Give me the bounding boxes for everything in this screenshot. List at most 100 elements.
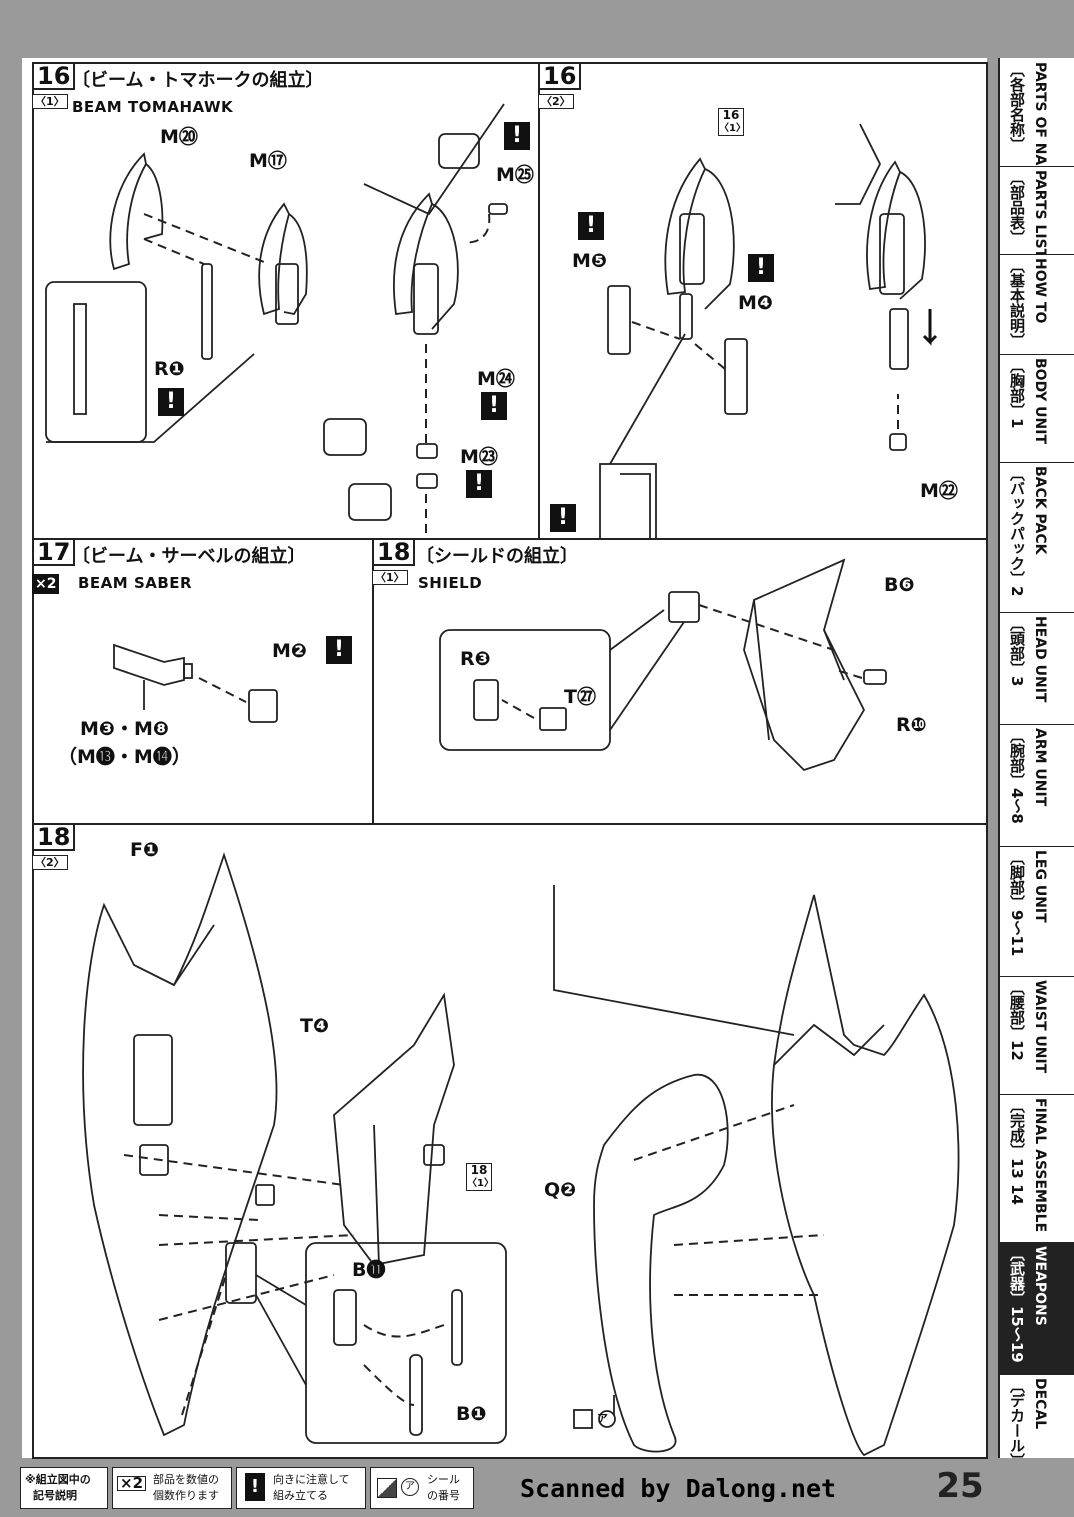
page-number: 25	[936, 1466, 984, 1506]
reference-step-number: 18	[470, 1163, 488, 1177]
step-16-1-panel: 16 〈1〉 〔ビーム・トマホークの組立〕 BEAM TOMAHAWK	[32, 62, 542, 542]
part-label-m3-m8: M❸・M❽	[80, 718, 169, 740]
sidebar-tab-arm-unit[interactable]: 〔腕部〕4～8 ARM UNIT	[1000, 724, 1074, 847]
sidebar-tab-jp: 〔バックパック〕2	[1008, 466, 1026, 597]
sidebar-tab-en: LEG UNIT	[1032, 850, 1048, 923]
tomahawk-handle-diagram	[599, 123, 938, 541]
part-label-m2: M❷	[272, 640, 307, 662]
part-label-m24: M㉔	[477, 368, 515, 390]
legend-seal-item: ア シール の番号	[370, 1467, 474, 1509]
part-label-r1: R❶	[154, 358, 185, 380]
legend-quantity-item: ×2 部品を数値の 個数作ります	[112, 1467, 232, 1509]
step-title-jp: 〔ビーム・トマホークの組立〕	[72, 70, 324, 91]
part-label-m4: M❹	[738, 292, 773, 314]
part-label-m5: M❺	[572, 250, 607, 272]
step-number: 18	[372, 538, 416, 566]
sidebar-tab-jp: 〔腕部〕4～8	[1008, 728, 1026, 824]
warning-icon: !	[245, 1473, 265, 1501]
part-label-m25: M㉕	[496, 164, 534, 186]
sidebar-tab-jp: 〔完成〕13 14	[1008, 1098, 1026, 1205]
legend-text: 部品を数値の	[153, 1473, 219, 1486]
sidebar-tab-leg-unit[interactable]: 〔脚部〕9～11 LEG UNIT	[1000, 846, 1074, 977]
warning-icon: !	[326, 636, 352, 664]
sidebar-tab-how-to[interactable]: 〔基本説明〕 HOW TO	[1000, 254, 1074, 355]
sidebar-tab-weapons[interactable]: 〔武器〕15～19 WEAPONS	[1000, 1242, 1074, 1375]
legend-text: 組み立てる	[273, 1489, 328, 1502]
part-label-b11: B⓫	[352, 1259, 386, 1281]
step-number: 17	[32, 538, 76, 566]
quantity-symbol: ×2	[117, 1476, 147, 1491]
part-label-t4: T❹	[300, 1015, 330, 1037]
substep-number: 〈2〉	[32, 855, 68, 870]
sidebar-tab-en: ARM UNIT	[1032, 728, 1048, 807]
legend-text: の番号	[427, 1489, 460, 1502]
reference-step-number: 16	[722, 108, 740, 122]
legend-warning-item: ! 向きに注意して 組み立てる	[236, 1467, 366, 1509]
shield-front-diagram	[123, 885, 960, 1457]
step-title-jp: 〔ビーム・サーベルの組立〕	[72, 546, 306, 567]
sidebar-tab-waist-unit[interactable]: 〔腰部〕12 WAIST UNIT	[1000, 976, 1074, 1095]
sidebar-tab-en: BODY UNIT	[1032, 358, 1048, 445]
sidebar-tab-back-pack[interactable]: 〔バックパック〕2 BACK PACK	[1000, 462, 1074, 613]
part-label-q2: Q❷	[544, 1179, 577, 1201]
part-label-m13-m14: （M⓭・M⓮）	[58, 746, 191, 768]
sidebar-tab-en: HOW TO	[1032, 258, 1048, 324]
sidebar-tab-final-assemble[interactable]: 〔完成〕13 14 FINAL ASSEMBLE	[1000, 1094, 1074, 1243]
scanned-by-watermark: Scanned by Dalong.net	[520, 1474, 837, 1503]
step-number: 16	[538, 62, 582, 90]
quantity-badge: ×2	[32, 574, 60, 594]
warning-icon: !	[481, 392, 507, 420]
symbol-legend-title: ※組立図中の 記号説明	[20, 1467, 108, 1509]
shield-diagram	[439, 558, 887, 772]
step-title-en: BEAM TOMAHAWK	[72, 98, 234, 116]
step-18-1-panel: 18 〈1〉 〔シールドの組立〕 SHIELD B❻	[372, 538, 988, 827]
part-label-t27: T㉗	[564, 686, 596, 708]
step-number: 16	[32, 62, 76, 90]
beam-tomahawk-diagram	[45, 103, 508, 534]
substep-number: 〈2〉	[538, 94, 574, 109]
warning-icon: !	[466, 470, 492, 498]
legend-title-line: 記号説明	[33, 1489, 77, 1502]
sidebar-tab-en: WEAPONS	[1032, 1246, 1048, 1326]
reference-substep-number: 〈1〉	[467, 1178, 494, 1189]
substep-number: 〈1〉	[32, 94, 68, 109]
section-index-sidebar: 〔各部名称〕 PARTS OF NAME 〔部品表〕 PARTS LIST 〔基…	[998, 58, 1074, 1458]
step-title-jp: 〔シールドの組立〕	[416, 546, 578, 567]
step-reference-box: 16 〈1〉	[718, 108, 746, 136]
shield-assembly-diagram	[82, 852, 455, 1437]
sidebar-tab-en: PARTS LIST	[1032, 170, 1048, 255]
sidebar-tab-jp: 〔武器〕15～19	[1008, 1246, 1026, 1363]
sidebar-tab-jp: 〔各部名称〕	[1008, 62, 1026, 152]
step-title-en: SHIELD	[418, 574, 483, 592]
part-label-m22: M㉒	[920, 480, 958, 502]
warning-icon: !	[504, 122, 530, 150]
legend-text: 個数作ります	[153, 1489, 219, 1502]
sidebar-tab-en: BACK PACK	[1032, 466, 1048, 555]
sidebar-tab-parts-of-name[interactable]: 〔各部名称〕 PARTS OF NAME	[1000, 58, 1074, 167]
sidebar-tab-en: DECAL	[1032, 1378, 1048, 1430]
sidebar-tab-en: FINAL ASSEMBLE	[1032, 1098, 1048, 1233]
part-label-b1: B❶	[456, 1403, 487, 1425]
step-reference-box: 18 〈1〉	[466, 1163, 494, 1191]
part-label-m23: M㉓	[460, 446, 498, 468]
sidebar-tab-parts-list[interactable]: 〔部品表〕 PARTS LIST	[1000, 166, 1074, 255]
sidebar-tab-en: HEAD UNIT	[1032, 616, 1048, 703]
part-label-r10: R❿	[896, 714, 927, 736]
part-label-m20: M⑳	[160, 126, 198, 148]
legend-text: 向きに注意して	[273, 1473, 350, 1486]
sidebar-tab-jp: 〔部品表〕	[1008, 170, 1026, 245]
sidebar-tab-head-unit[interactable]: 〔頭部〕3 HEAD UNIT	[1000, 612, 1074, 725]
step-18-2-panel: 18 〈2〉 18 〈1〉	[32, 823, 988, 1459]
seal-symbol: ア	[401, 1478, 419, 1496]
sidebar-tab-en: WAIST UNIT	[1032, 980, 1048, 1074]
step-number: 18	[32, 823, 76, 851]
legend-text: シール	[427, 1473, 460, 1486]
reference-substep-number: 〈1〉	[719, 123, 746, 134]
sidebar-tab-body-unit[interactable]: 〔胸部〕1 BODY UNIT	[1000, 354, 1074, 463]
beam-saber-diagram	[113, 643, 278, 723]
step-17-panel: 17 ×2 〔ビーム・サーベルの組立〕 BEAM SABER M❷ ! M❸・M…	[32, 538, 376, 827]
warning-icon: !	[158, 388, 184, 416]
sidebar-tab-decal[interactable]: 〔デカール〕 DECAL	[1000, 1374, 1074, 1458]
part-label-r3: R❸	[460, 648, 491, 670]
seal-icon	[377, 1478, 397, 1498]
